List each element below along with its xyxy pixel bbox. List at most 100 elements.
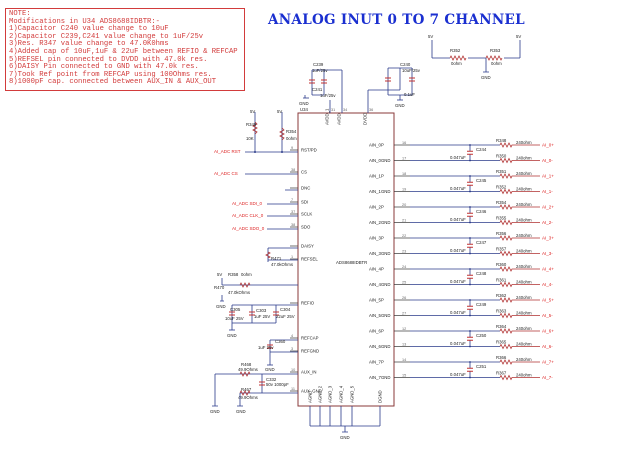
ch-out-n: AI_4- [542,282,553,287]
bottom-pin-name: AGND_5 [350,385,355,403]
chip-part: ADS8688IDBTR [336,260,367,265]
r349-ref: R349 [246,122,257,127]
left-pin-num: 9 [291,146,293,150]
ch-cap-val: 0.047uF [450,372,466,377]
right-pin-num: 27 [402,312,406,316]
ch-rbot-ref: R352 [496,185,507,190]
ch-cap-ref: C251 [476,364,487,369]
ch-rtop-val: 240ohm [516,233,532,238]
right-pin-num: 23 [402,250,406,254]
r349-val: 10K [246,136,254,141]
ch-out-n: AI_6- [542,344,553,349]
r354-ref: R354 [286,129,297,134]
top-pin-num: 36 [369,108,373,112]
left-pin-num: 10 [291,368,295,372]
ch-rtop-ref: R356 [496,231,507,236]
right-pin-name: AIN_6GND [369,344,391,349]
right-pin-num: 21 [402,219,406,223]
left-pin-name: RST/PD [301,148,317,153]
gnd-label-c: GND [265,367,275,372]
right-pin-name: AIN_0P [369,143,384,148]
left-pin-name: DNC [301,186,310,191]
ch-out-n: AI_7- [542,375,553,380]
left-pin-name: AUX_GND [301,389,322,394]
ch-res-n [499,219,540,226]
right-pin-num: 18 [402,172,406,176]
right-pin-name: AIN_7P [369,360,384,365]
ch-rtop-val: 240ohm [516,264,532,269]
ch-cap [467,336,473,341]
c241-val: 1uF/25v [320,93,336,98]
right-pin-name: AIN_4P [369,267,384,272]
c360-ref: C360 [275,339,286,344]
ch-rtop-ref: R351 [496,169,507,174]
ch-cap-val: 0.047uF [450,248,466,253]
ch-out-n: AI_5- [542,313,553,318]
left-pin-num: 38 [291,223,295,227]
right-pin-name: AIN_1P [369,174,384,179]
chip-left-pins: RST/PD9CS38DNCSDI7SCLK37SDO38DAISYREFSEL… [290,146,322,394]
note-line: 8)1000pF cap. connected between AUX_IN &… [9,78,217,87]
ch-res-n [499,281,540,288]
top-pin-num: 34 [343,108,347,112]
ch-junction [469,330,471,332]
note-line: NOTE: [9,10,31,18]
right-pin-num: 25 [402,281,406,285]
ch-rtop-ref: R360 [496,262,507,267]
ch-cap [467,212,473,217]
left-pin-num: 11 [291,387,295,391]
gnd-label-g: GND [395,103,405,108]
ch-res-p [499,328,540,334]
ch-rbot-val: 240ohm [516,373,532,378]
ch-cap-val: 0.047uF [450,217,466,222]
note-line: Modifications in U34 ADS8688IDBTR:- [9,17,160,26]
ch-cap-val: 0.047uF [450,186,466,191]
supply-label-b: 5V [277,109,282,114]
gnd-label-e: GND [236,409,246,414]
c239-val: 1uF/25v [312,68,328,73]
ch-rbot-ref: R365 [496,340,507,345]
r353-ref: R353 [490,48,501,53]
ch-res-n [499,250,540,257]
ch-rbot-ref: R355 [496,216,507,221]
c304-ref: C304 [280,307,291,312]
right-pin-num: 13 [402,343,406,347]
ch-rbot-ref: R357 [496,247,507,252]
ch-res-p [499,297,540,303]
ch-rbot-val: 240ohm [516,311,532,316]
right-pin-name: AIN_4GND [369,282,391,287]
left-pin-num: 37 [291,210,295,214]
ch-res-p [499,235,540,241]
ch-rbot-val: 240ohm [516,218,532,223]
ch-rtop-val: 240ohm [516,295,532,300]
ch-junction [469,345,471,348]
top-pin-name: AVDD [337,113,342,125]
right-pin-name: AIN_3P [369,236,384,241]
ch-junction [469,221,471,224]
ch-out-n: AI_1- [542,189,553,194]
right-pin-num: 16 [402,141,406,145]
bottom-pin-name: AGND_2 [318,385,323,403]
r353-val: 0ohm [491,61,502,66]
net-rst: AI_ADC RST [214,149,241,154]
r467-val: 49.9Ohms [238,395,258,400]
r468-val: 49.9Ohms [238,367,258,372]
right-pin-name: AIN_6P [369,329,384,334]
note-line: 3)Res. R347 value change to 47.0K0hms [9,40,169,49]
ch-out-p: AI_0+ [542,143,554,148]
gnd-label-d: GND [210,409,220,414]
gnd-label-a: GND [216,304,226,309]
ch-cap [467,305,473,310]
c-dvdd-val: 0.1uF [404,92,415,97]
supply-label-d: 5V [428,34,433,39]
supply-label-c: 5V [217,272,222,277]
top-pin-name: AVDD_1 [325,108,330,125]
right-pin-name: AIN_7GND [369,375,391,380]
ch-cap-val: 0.047uF [450,155,466,160]
right-pin-name: AIN_5GND [369,313,391,318]
right-pin-name: AIN_1GND [369,189,391,194]
ch-rtop-ref: R364 [496,324,507,329]
ch-res-p [499,142,540,148]
top-pin-num: 31 [331,108,335,112]
